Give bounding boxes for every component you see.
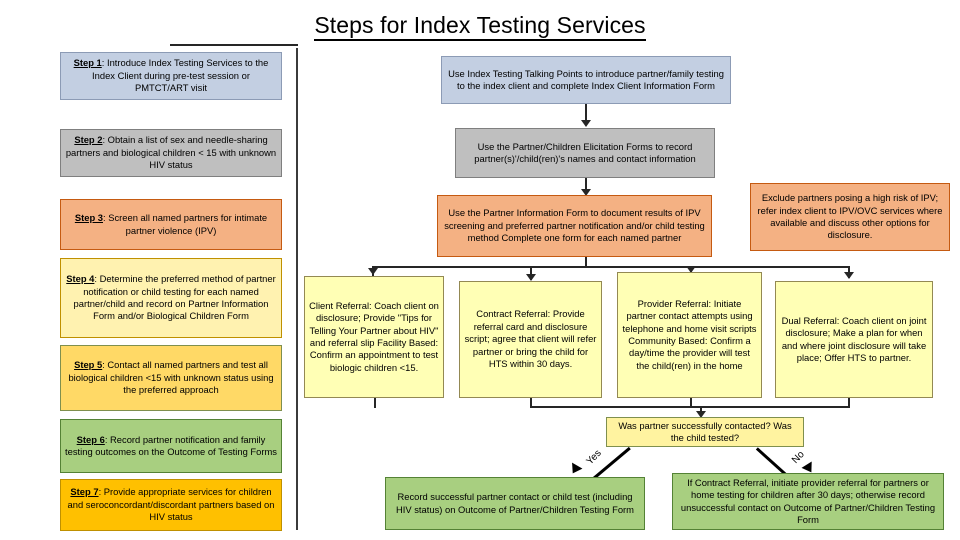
exclude-partners-text: Exclude partners posing a high risk of I… — [757, 192, 943, 241]
decision-yes-label: Yes — [584, 447, 604, 468]
connector-talkingpoints-elicitation — [585, 104, 587, 122]
step-1-text: : Introduce Index Testing Services to th… — [92, 57, 269, 94]
arrow-to-client-referral — [368, 268, 378, 275]
decision-box[interactable]: Was partner successfully contacted? Was … — [606, 417, 804, 447]
connector-elicitation-partnerform — [585, 178, 587, 192]
column-divider — [296, 48, 298, 530]
connector-contract-merge — [530, 398, 532, 408]
client-referral-text: Client Referral: Coach client on disclos… — [309, 299, 439, 373]
page-title: Steps for Index Testing Services — [0, 12, 960, 41]
step-4-text: : Determine the preferred method of part… — [73, 273, 276, 322]
client-referral-box[interactable]: Client Referral: Coach client on disclos… — [304, 276, 444, 398]
provider-referral-box[interactable]: Provider Referral: Initiate partner cont… — [617, 272, 762, 398]
step-3-box[interactable]: Step 3: Screen all named partners for in… — [60, 199, 282, 250]
connector-referral-bus — [372, 266, 848, 268]
outcome-no-box[interactable]: If Contract Referral, initiate provider … — [672, 473, 944, 530]
step-1-label: Step 1 — [73, 57, 102, 69]
step-2-text: : Obtain a list of sex and needle-sharin… — [65, 134, 277, 171]
dual-referral-text: Dual Referral: Coach client on joint dis… — [781, 314, 927, 363]
page-title-text: Steps for Index Testing Services — [314, 12, 646, 41]
contract-referral-box[interactable]: Contract Referral: Provide referral card… — [459, 281, 602, 398]
step-7-box[interactable]: Step 7: Provide appropriate services for… — [60, 479, 282, 531]
arrow-to-dual-referral — [844, 272, 854, 279]
dual-referral-box[interactable]: Dual Referral: Coach client on joint dis… — [775, 281, 933, 398]
connector-merge-bus — [530, 406, 850, 408]
connector-branch-contract — [530, 266, 532, 280]
connector-partnerform-stem — [585, 257, 587, 268]
talking-points-text: Use Index Testing Talking Points to intr… — [448, 67, 724, 91]
arrow-elicitation-partnerform — [581, 189, 591, 196]
arrow-to-contract-referral — [526, 274, 536, 281]
outcome-yes-box[interactable]: Record successful partner contact or chi… — [385, 477, 645, 530]
outcome-no-text: If Contract Referral, initiate provider … — [680, 476, 936, 525]
contract-referral-text: Contract Referral: Provide referral card… — [464, 308, 597, 370]
provider-referral-text: Provider Referral: Initiate partner cont… — [622, 297, 757, 371]
arrow-talkingpoints-elicitation — [581, 120, 591, 127]
step-4-box[interactable]: Step 4: Determine the preferred method o… — [60, 258, 282, 338]
elicitation-forms-text: Use the Partner/Children Elicitation For… — [474, 140, 696, 164]
step-5-label: Step 5 — [74, 359, 103, 371]
step-2-label: Step 2 — [74, 134, 103, 146]
exclude-partners-box[interactable]: Exclude partners posing a high risk of I… — [750, 183, 950, 251]
step-3-label: Step 3 — [74, 212, 103, 224]
title-underline-connector — [170, 44, 298, 46]
decision-no-label: No — [789, 449, 807, 466]
step-4-label: Step 4 — [66, 273, 95, 285]
arrow-to-decision — [696, 411, 706, 418]
connector-client-merge — [374, 398, 376, 408]
partner-information-form-box[interactable]: Use the Partner Information Form to docu… — [437, 195, 712, 257]
talking-points-box[interactable]: Use Index Testing Talking Points to intr… — [441, 56, 731, 104]
elicitation-forms-box[interactable]: Use the Partner/Children Elicitation For… — [455, 128, 715, 178]
step-6-text: : Record partner notification and family… — [65, 433, 277, 457]
arrow-decision-yes — [567, 462, 583, 477]
arrow-to-provider-referral — [686, 266, 696, 273]
connector-merge-stem — [700, 406, 702, 414]
connector-provider-merge — [690, 398, 692, 408]
step-6-label: Step 6 — [76, 433, 105, 445]
step-6-box[interactable]: Step 6: Record partner notification and … — [60, 419, 282, 473]
partner-information-form-text: Use the Partner Information Form to docu… — [444, 207, 705, 244]
step-5-text: : Contact all named partners and test al… — [68, 359, 274, 396]
decision-text: Was partner successfully contacted? Was … — [618, 419, 792, 443]
step-1-box[interactable]: Step 1: Introduce Index Testing Services… — [60, 52, 282, 100]
step-7-text: : Provide appropriate services for child… — [67, 486, 275, 523]
step-5-box[interactable]: Step 5: Contact all named partners and t… — [60, 345, 282, 411]
step-3-text: : Screen all named partners for intimate… — [103, 212, 268, 236]
step-2-box[interactable]: Step 2: Obtain a list of sex and needle-… — [60, 129, 282, 177]
step-7-label: Step 7 — [70, 486, 99, 498]
outcome-yes-text: Record successful partner contact or chi… — [396, 491, 634, 515]
connector-dual-merge — [848, 398, 850, 408]
